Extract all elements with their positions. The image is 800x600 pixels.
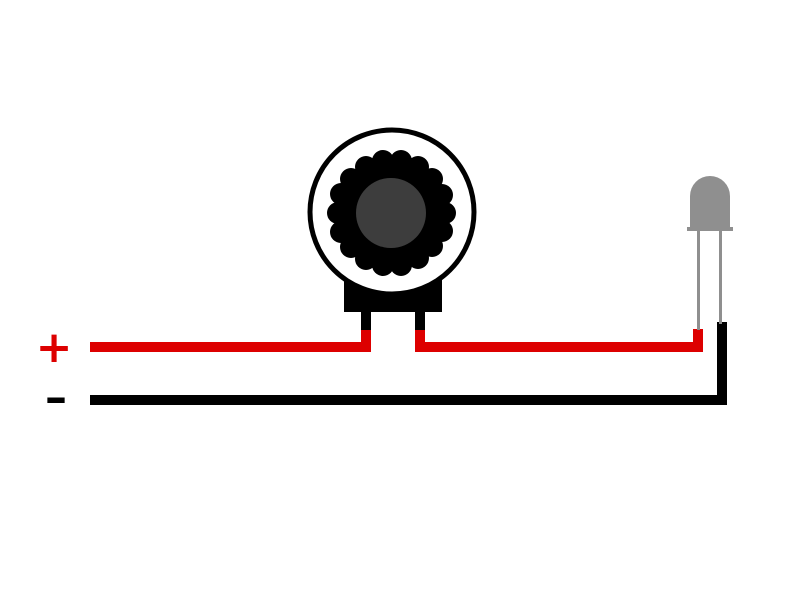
negative-wire [90, 322, 727, 405]
potentiometer-knob [327, 150, 456, 276]
led-leg-anode [697, 230, 700, 330]
potentiometer-pin-right [415, 308, 425, 330]
led-leg-cathode [719, 230, 722, 324]
positive-label: + [36, 322, 73, 373]
positive-wire-right [415, 329, 703, 352]
led-dome [690, 176, 730, 227]
negative-label: – [45, 372, 67, 423]
potentiometer-pin-left [361, 308, 371, 330]
potentiometer-icon [307, 127, 477, 330]
led-flange [687, 227, 733, 231]
positive-wire-left [90, 329, 371, 352]
led-icon [687, 176, 733, 330]
potentiometer-knob-center [356, 178, 426, 248]
